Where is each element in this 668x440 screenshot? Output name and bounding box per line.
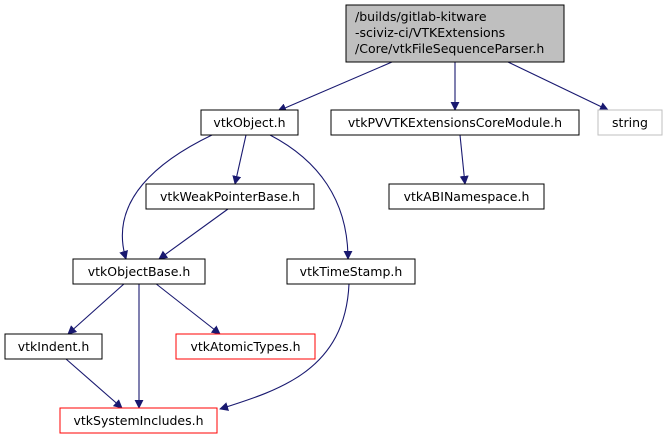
node-atomictypes-label: vtkAtomicTypes.h xyxy=(190,339,300,354)
node-coremodule[interactable]: vtkPVVTKExtensionsCoreModule.h xyxy=(330,109,580,136)
node-string-label: string xyxy=(612,115,648,130)
root-line-2: -sciviz-ci/VTKExtensions xyxy=(355,25,505,40)
edge-indent-to-systemincludes xyxy=(65,358,123,409)
edge-timestamp-to-systemincludes xyxy=(219,283,350,411)
edge-root-to-string xyxy=(507,61,609,111)
node-vtkobject[interactable]: vtkObject.h xyxy=(200,109,299,136)
node-weakpointerbase[interactable]: vtkWeakPointerBase.h xyxy=(145,183,315,210)
node-abinamespace[interactable]: vtkABINamespace.h xyxy=(388,183,545,210)
node-objectbase-label: vtkObjectBase.h xyxy=(88,264,191,279)
edge-weakpointerbase-to-objectbase xyxy=(158,208,229,260)
node-objectbase[interactable]: vtkObjectBase.h xyxy=(72,258,206,285)
node-timestamp-label: vtkTimeStamp.h xyxy=(300,264,403,279)
edge-objectbase-to-indent xyxy=(67,282,126,335)
edge-coremodule-to-abinamespace xyxy=(459,134,469,185)
node-coremodule-label: vtkPVVTKExtensionsCoreModule.h xyxy=(348,115,562,130)
node-weakpointerbase-label: vtkWeakPointerBase.h xyxy=(160,189,300,204)
node-systemincludes[interactable]: vtkSystemIncludes.h xyxy=(59,407,218,434)
edge-vtkobject-to-weakpointerbase xyxy=(232,134,247,185)
root-line-1: /builds/gitlab-kitware xyxy=(355,9,487,24)
node-abinamespace-label: vtkABINamespace.h xyxy=(404,189,530,204)
edges xyxy=(65,61,609,411)
edge-vtkobject-to-timestamp xyxy=(269,134,353,260)
node-indent[interactable]: vtkIndent.h xyxy=(4,333,103,360)
node-atomictypes[interactable]: vtkAtomicTypes.h xyxy=(175,333,316,360)
root-node[interactable]: /builds/gitlab-kitware -sciviz-ci/VTKExt… xyxy=(345,4,565,63)
node-string[interactable]: string xyxy=(597,109,663,136)
edge-vtkobject-to-objectbase xyxy=(119,134,213,260)
edge-objectbase-to-atomictypes xyxy=(154,282,221,335)
root-line-3: /Core/vtkFileSequenceParser.h xyxy=(355,41,544,56)
node-systemincludes-label: vtkSystemIncludes.h xyxy=(73,413,203,428)
node-timestamp[interactable]: vtkTimeStamp.h xyxy=(286,258,416,285)
node-vtkobject-label: vtkObject.h xyxy=(213,115,285,130)
edge-root-to-vtkobject xyxy=(277,61,393,112)
node-indent-label: vtkIndent.h xyxy=(18,339,90,354)
